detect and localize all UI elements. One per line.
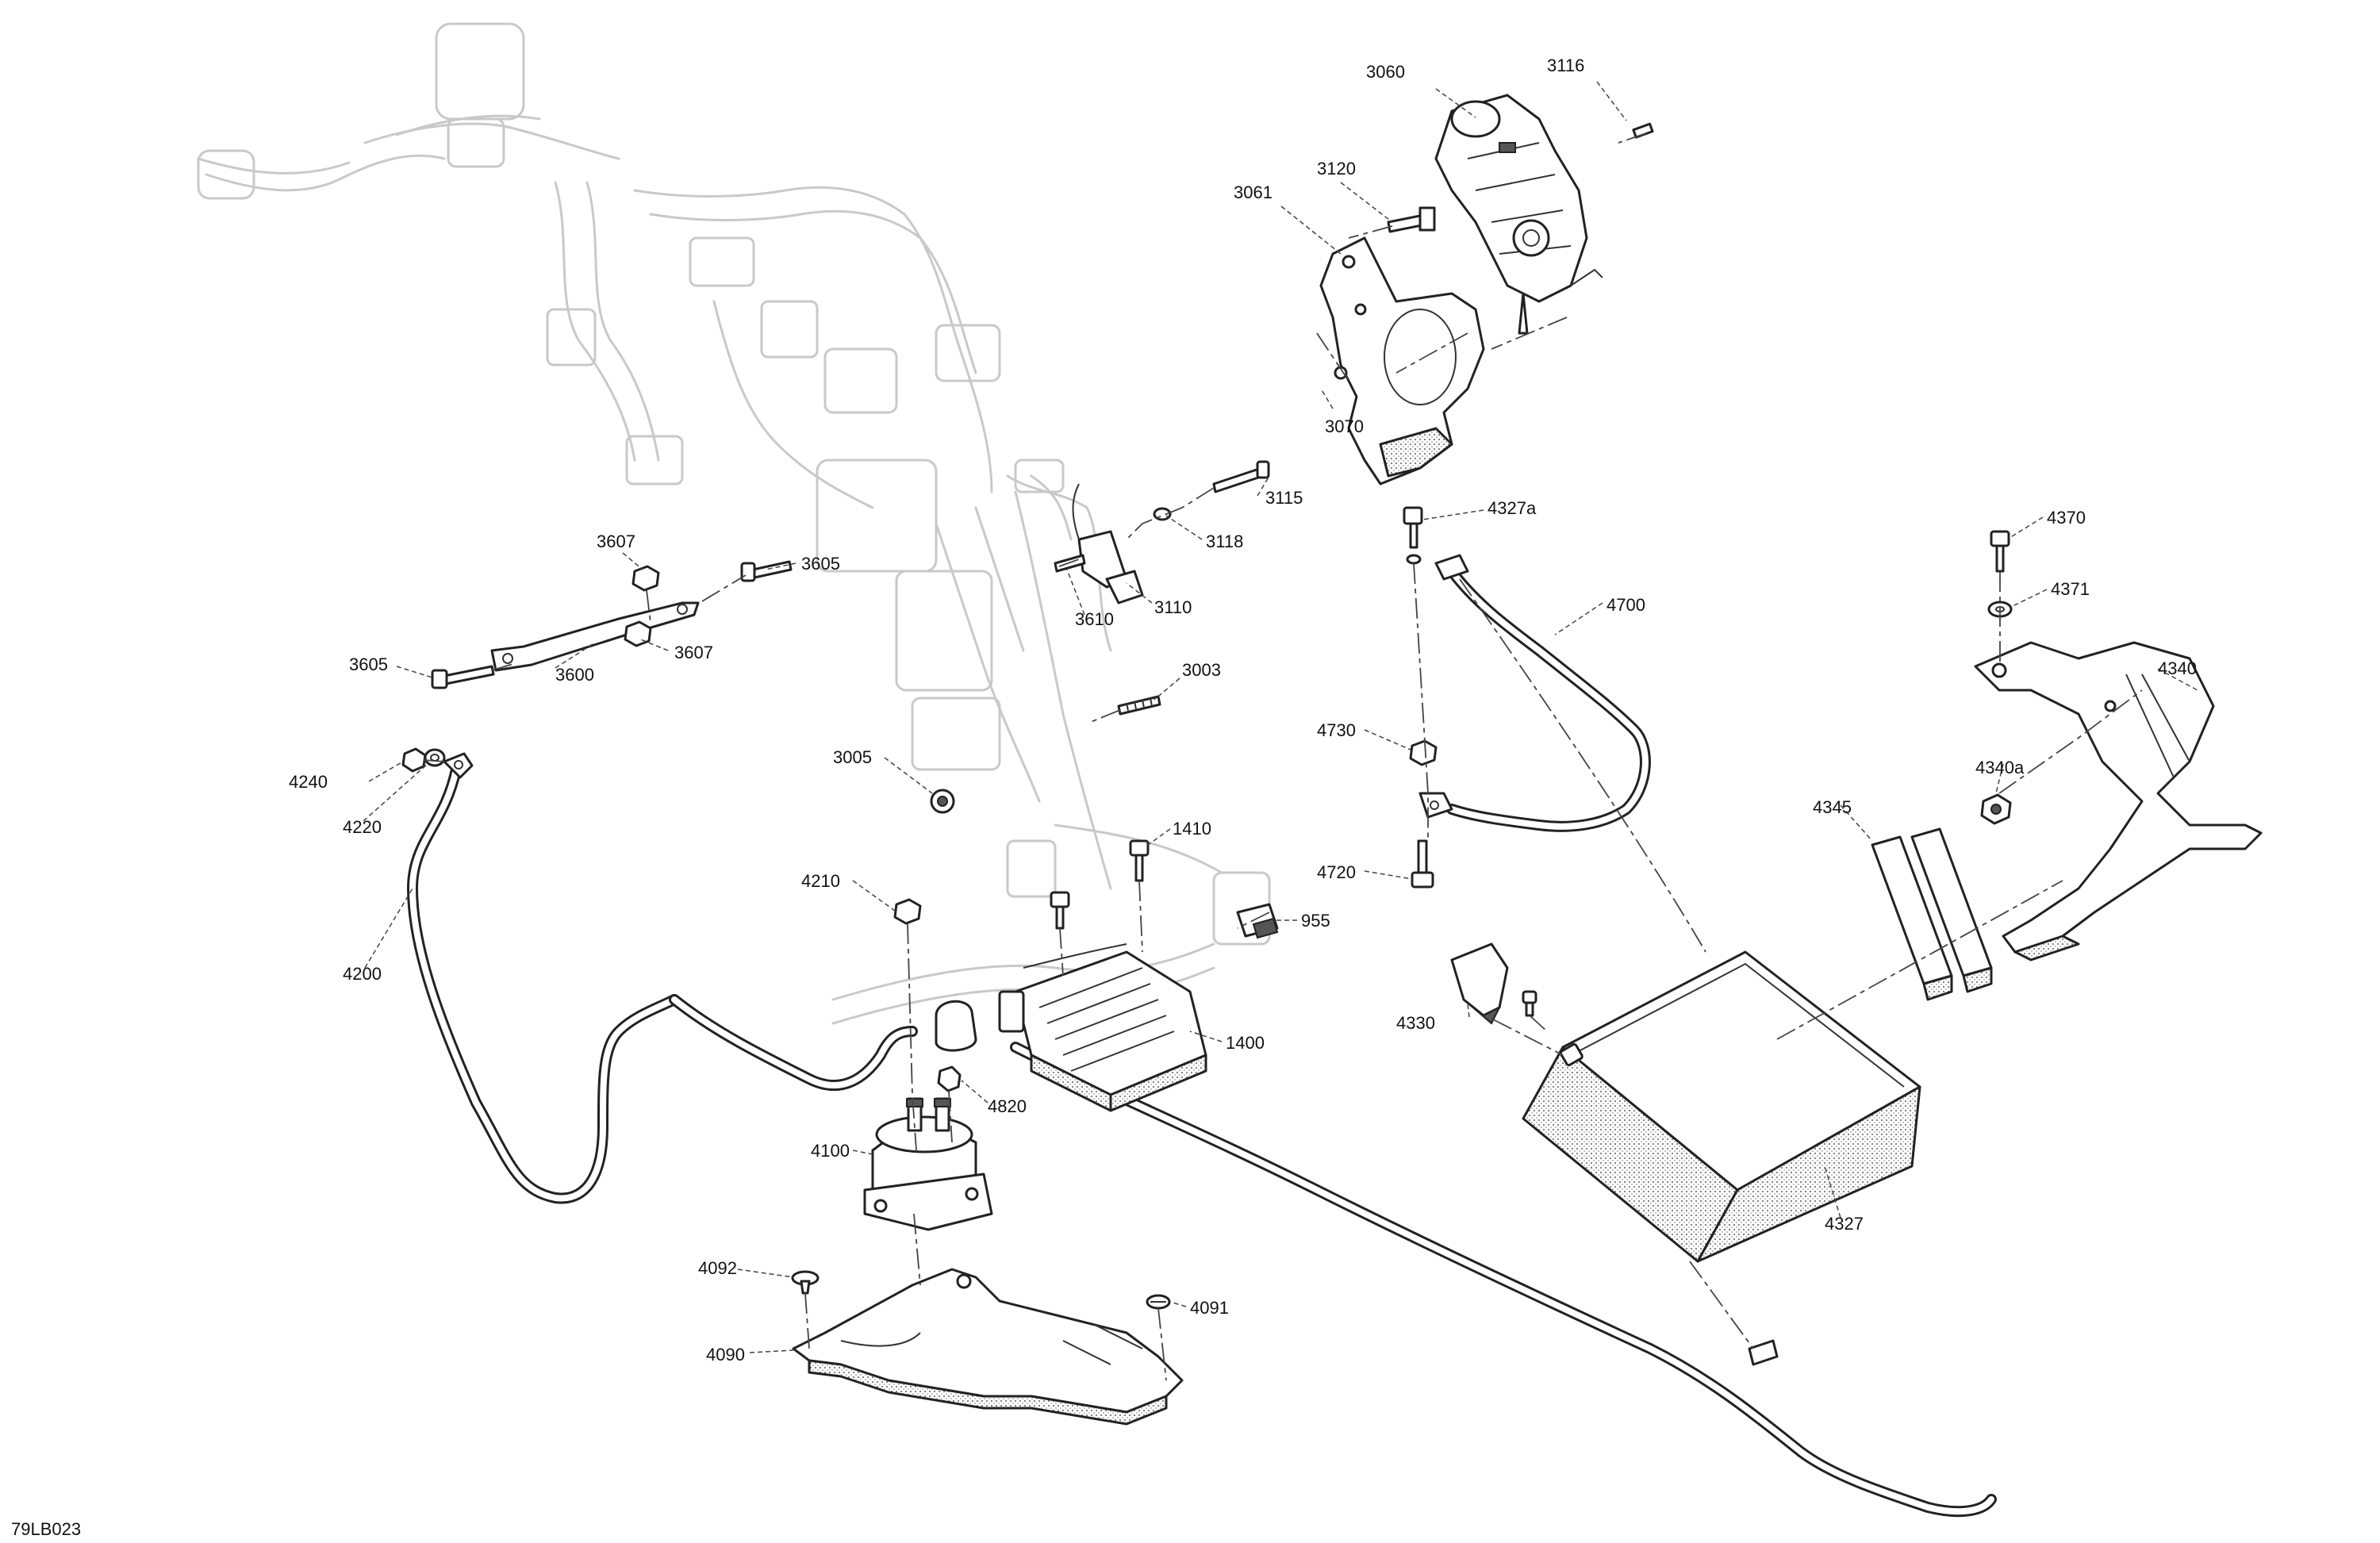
regulator-1400: [998, 943, 1207, 1112]
ghost-wiring-harness: [197, 22, 1271, 1025]
callout-4220: 4220: [343, 817, 382, 837]
callout-3607-bottom: 3607: [674, 643, 713, 662]
callout-4371: 4371: [2051, 579, 2090, 599]
screw-4370: [1990, 530, 2010, 573]
bolt-under-regulator: [1050, 891, 1070, 930]
callout-4730: 4730: [1317, 720, 1356, 740]
callout-4330: 4330: [1396, 1013, 1435, 1033]
screw-3120: [1387, 206, 1436, 233]
fastener-3005: [930, 789, 955, 814]
assembly-axes: [423, 132, 2143, 1381]
callout-4210: 4210: [801, 871, 840, 891]
callout-4340a: 4340a: [1975, 758, 2025, 777]
battery-4327: [1522, 950, 1921, 1263]
callout-3605-left: 3605: [349, 654, 388, 674]
callout-3610: 3610: [1075, 609, 1114, 629]
bolt-3605-right: [740, 560, 793, 582]
tray-4090: [792, 1268, 1184, 1426]
nut-3607-bottom: [624, 620, 652, 647]
pads-4345: [1871, 827, 1993, 1001]
callout-4100: 4100: [811, 1141, 850, 1161]
callout-4370: 4370: [2047, 508, 2086, 528]
wire-bracket-3600: [431, 560, 793, 689]
callout-3061: 3061: [1234, 182, 1273, 202]
callout-4820: 4820: [988, 1096, 1027, 1116]
callout-3070: 3070: [1325, 416, 1364, 436]
callout-4720: 4720: [1317, 862, 1356, 882]
battery-screw: [1522, 990, 1537, 1017]
callout-3120: 3120: [1317, 159, 1356, 178]
solenoid-4100: [863, 1097, 993, 1231]
cap-4820: [935, 1000, 977, 1092]
callout-1410: 1410: [1173, 819, 1211, 839]
screw-1410: [1129, 839, 1150, 882]
nut-3607-top: [631, 565, 660, 592]
rivet-4091: [1146, 1294, 1171, 1310]
nut-4340a: [1980, 793, 2012, 825]
callout-3607-top: 3607: [597, 532, 635, 551]
bracket-4340: [1974, 641, 2263, 961]
callout-4091: 4091: [1190, 1298, 1229, 1318]
terminal-cover-4330: [1450, 942, 1509, 1025]
actuator-assembly: [1387, 94, 1654, 335]
callout-3003: 3003: [1182, 660, 1221, 680]
callout-3605-right: 3605: [801, 554, 840, 574]
callout-4240: 4240: [289, 772, 328, 792]
bracket-3061: [1319, 236, 1485, 486]
callout-3110: 3110: [1154, 597, 1192, 617]
screw-3116: [1632, 122, 1654, 139]
callout-3060: 3060: [1366, 62, 1405, 82]
main-harness-cable: [1010, 1042, 1997, 1518]
connector-955: [1236, 903, 1279, 939]
callout-4327a: 4327a: [1488, 498, 1537, 518]
nut-4210: [893, 898, 922, 925]
nut-4240: [401, 747, 427, 773]
callout-3116: 3116: [1547, 56, 1584, 75]
cable-4200: [407, 752, 918, 1204]
figure-code: 79LB023: [11, 1519, 81, 1539]
callout-1400: 1400: [1226, 1033, 1265, 1053]
screw-3115: [1212, 460, 1270, 493]
callout-3600: 3600: [555, 665, 594, 685]
callout-3115: 3115: [1265, 488, 1303, 508]
callout-labels: 3060 3116 3120 3061 3070 3115 3118 3110 …: [289, 56, 2197, 1365]
callout-4092: 4092: [698, 1258, 737, 1278]
bolt-4720: [1411, 839, 1434, 889]
callout-4200: 4200: [343, 964, 382, 984]
bolt-3605-left: [431, 665, 495, 689]
callout-955: 955: [1301, 911, 1330, 931]
leader-lines: [363, 81, 2198, 1353]
rivet-4092: [791, 1270, 820, 1295]
screw-3003: [1117, 695, 1161, 716]
cable-4700: [1418, 554, 1651, 832]
callout-4345: 4345: [1813, 797, 1852, 817]
screw-4327a: [1403, 506, 1423, 565]
sensor-3110: [1054, 460, 1270, 605]
callout-4090: 4090: [706, 1345, 745, 1365]
callout-4340: 4340: [2158, 658, 2197, 678]
nut-4730: [1409, 739, 1438, 766]
callout-4700: 4700: [1606, 595, 1645, 615]
callout-3118: 3118: [1206, 532, 1243, 551]
callout-4327: 4327: [1825, 1214, 1864, 1234]
washer-4220: [424, 748, 446, 767]
callout-3005: 3005: [833, 747, 872, 767]
